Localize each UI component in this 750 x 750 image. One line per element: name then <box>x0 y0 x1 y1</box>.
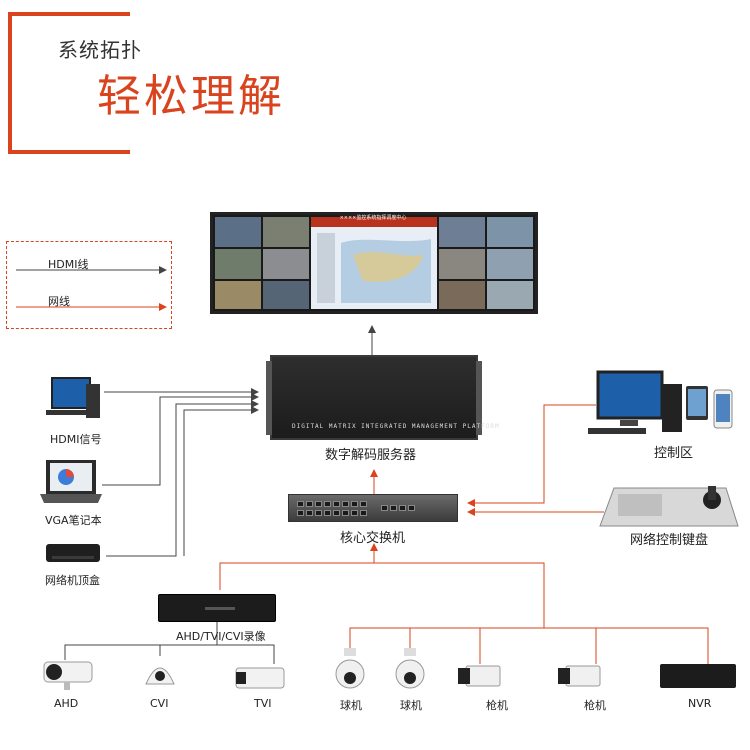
tree-bottom-line <box>349 627 709 664</box>
camera-label: NVR <box>688 697 712 710</box>
dvr-label: AHD/TVI/CVI录像 <box>176 630 266 643</box>
legend <box>6 241 172 329</box>
camera-label: 球机 <box>400 699 422 712</box>
nvr-device <box>660 664 736 688</box>
hdmi-signal-label: HDMI信号 <box>50 433 102 446</box>
set-top-box-icon <box>46 544 100 562</box>
wall-screens <box>215 217 533 309</box>
laptop-line <box>102 393 259 486</box>
server-label: 数字解码服务器 <box>325 448 417 463</box>
ahd-camera-icon <box>43 661 93 690</box>
camera-label: 球机 <box>340 699 362 712</box>
legend-network-label: 网线 <box>48 295 70 308</box>
header-bracket <box>8 12 130 154</box>
workstation-icon <box>588 370 733 434</box>
legend-hdmi-label: HDMI线 <box>48 258 89 271</box>
server-panel-text: DIGITAL MATRIX INTEGRATED MANAGEMENT PLA… <box>292 423 500 430</box>
tvi-camera-icon <box>235 667 285 689</box>
video-wall <box>210 212 538 314</box>
header-subtitle: 系统拓扑 <box>58 38 142 62</box>
set-top-box-label: 网络机顶盒 <box>45 574 100 587</box>
network-keyboard-label: 网络控制键盘 <box>630 533 709 548</box>
dvr-camera-line <box>64 644 275 664</box>
camera-label: AHD <box>54 697 79 710</box>
dvr-recorder <box>158 594 276 622</box>
dome-camera-icon <box>335 648 365 689</box>
stb-line <box>106 400 259 557</box>
control-keyboard-icon <box>599 486 739 527</box>
vga-laptop-label: VGA笔记本 <box>45 514 102 527</box>
decoder-server <box>266 355 482 440</box>
camera-label: 枪机 <box>584 699 606 712</box>
core-switch <box>288 494 458 522</box>
control-area-label: 控制区 <box>654 446 694 461</box>
extra-line <box>183 406 259 556</box>
control-area-line <box>467 404 596 507</box>
cvi-camera-icon <box>145 667 175 685</box>
bullet-camera-icon <box>458 665 501 687</box>
monitor-icon <box>46 377 100 418</box>
camera-label: CVI <box>150 697 169 710</box>
laptop-icon <box>40 460 102 503</box>
header-title: 轻松理解 <box>97 71 285 122</box>
camera-label: 枪机 <box>486 699 508 712</box>
bullet-camera-icon <box>558 665 601 687</box>
wall-banner: ××××监控系统指挥调度中心 <box>339 215 407 221</box>
camera-label: TVI <box>254 697 272 710</box>
dome-camera-icon <box>395 648 425 689</box>
tree-top-line <box>219 562 545 628</box>
core-switch-label: 核心交换机 <box>340 531 406 546</box>
